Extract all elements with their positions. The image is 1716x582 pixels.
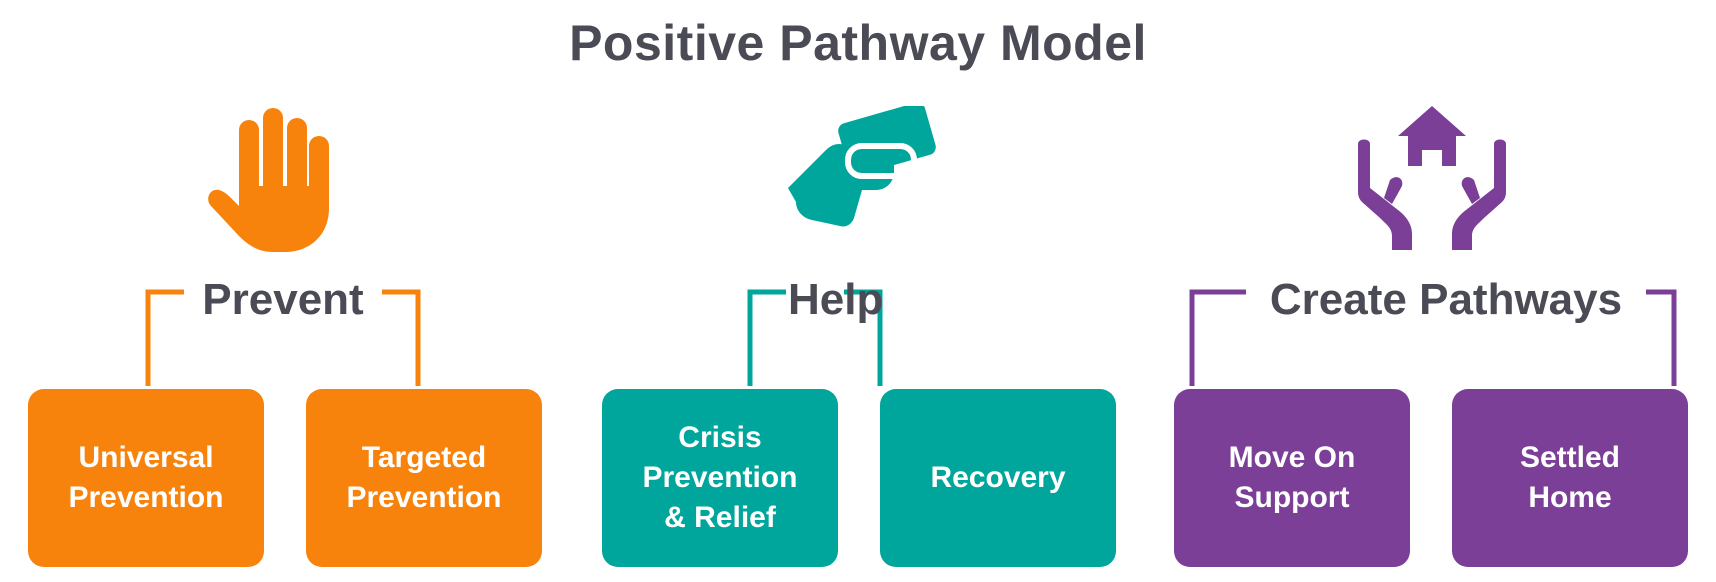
heading-create-pathways: Create Pathways [1269, 275, 1623, 324]
heading-prevent: Prevent [202, 275, 364, 324]
box-crisis-prevention-relief: Crisis Prevention & Relief [602, 389, 838, 567]
column-help: Help Crisis Prevention & Relief Recovery [572, 0, 1144, 582]
create-connector-bracket [1189, 289, 1677, 386]
box-label: Move On Support [1228, 441, 1356, 514]
box-label: Targeted Prevention [346, 441, 502, 514]
column-prevent: Prevent Universal Prevention Targeted Pr… [0, 0, 572, 582]
prevent-connector-bracket [145, 289, 421, 386]
box-recovery: Recovery [880, 389, 1116, 567]
raised-hand-icon [208, 108, 329, 252]
box-label: Universal Prevention [68, 441, 224, 514]
box-universal-prevention: Universal Prevention [28, 389, 264, 567]
diagram-title: Positive Pathway Model [569, 15, 1147, 71]
heading-help: Help [788, 275, 884, 324]
box-label: Crisis Prevention & Relief [642, 421, 798, 534]
box-targeted-prevention: Targeted Prevention [306, 389, 542, 567]
box-label: Recovery [930, 461, 1066, 494]
hands-holding-house-icon [1358, 106, 1506, 250]
handshake-icon [788, 106, 936, 227]
box-move-on-support: Move On Support [1174, 389, 1410, 567]
column-create-pathways: Create Pathways Move On Support Settled … [1144, 0, 1716, 582]
help-connector-bracket [747, 289, 883, 386]
box-settled-home: Settled Home [1452, 389, 1688, 567]
box-label: Settled Home [1519, 441, 1621, 514]
